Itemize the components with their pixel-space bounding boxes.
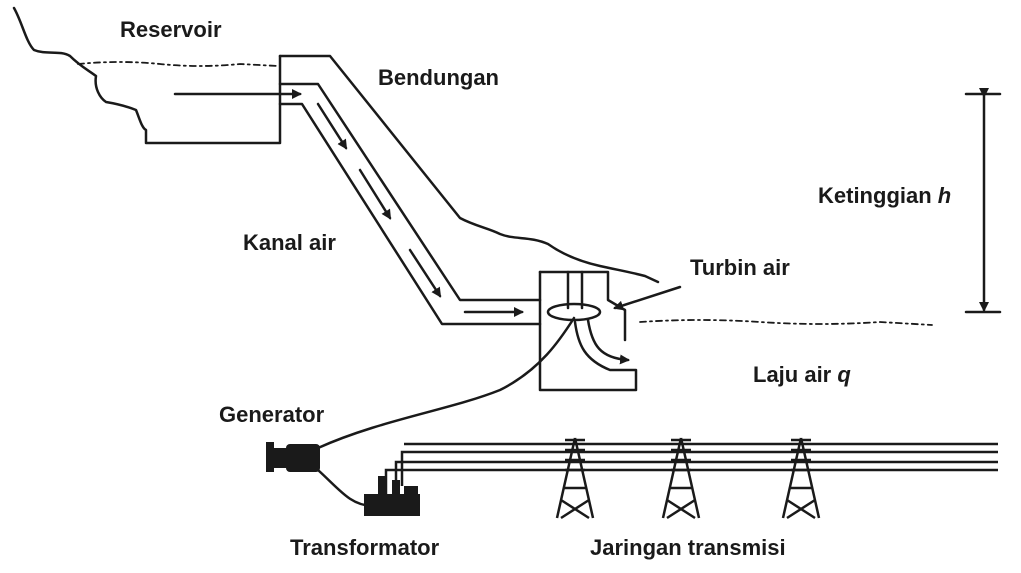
label-reservoir: Reservoir — [120, 17, 222, 42]
penstock-flow-arrow — [316, 102, 348, 150]
transformer — [364, 476, 420, 516]
turbine-pointer — [613, 285, 682, 311]
label-transformer: Transformator — [290, 535, 440, 560]
penstock-flow-arrow — [358, 168, 392, 220]
turbine-housing — [538, 270, 638, 392]
label-grid: Jaringan transmisi — [590, 535, 786, 560]
dam-face — [278, 54, 660, 284]
label-flow-text: Laju air — [753, 362, 832, 387]
generator-transformer-cable — [316, 468, 374, 508]
label-penstock: Kanal air — [243, 230, 336, 255]
reservoir-bank — [12, 6, 282, 145]
turbine-housing-top — [538, 270, 627, 342]
penstock-flow-arrow — [408, 248, 442, 298]
penstock-outer — [278, 82, 542, 302]
label-height: Ketinggian h — [818, 185, 951, 207]
penstock-inner — [278, 102, 542, 326]
tailwater-surface — [639, 319, 933, 326]
generator-shaft-cable — [316, 316, 576, 450]
generator — [266, 442, 320, 472]
transmission-tower — [555, 437, 821, 520]
label-dam: Bendungan — [378, 65, 499, 90]
label-turbine: Turbin air — [690, 255, 790, 280]
label-generator: Generator — [219, 402, 325, 427]
label-flow-variable: q — [837, 362, 851, 387]
reservoir-water-surface — [77, 61, 279, 67]
outflow-arrow — [586, 318, 630, 365]
label-height-variable: h — [937, 183, 952, 208]
label-height-text: Ketinggian — [818, 183, 932, 208]
label-flow: Laju air q — [753, 364, 851, 386]
